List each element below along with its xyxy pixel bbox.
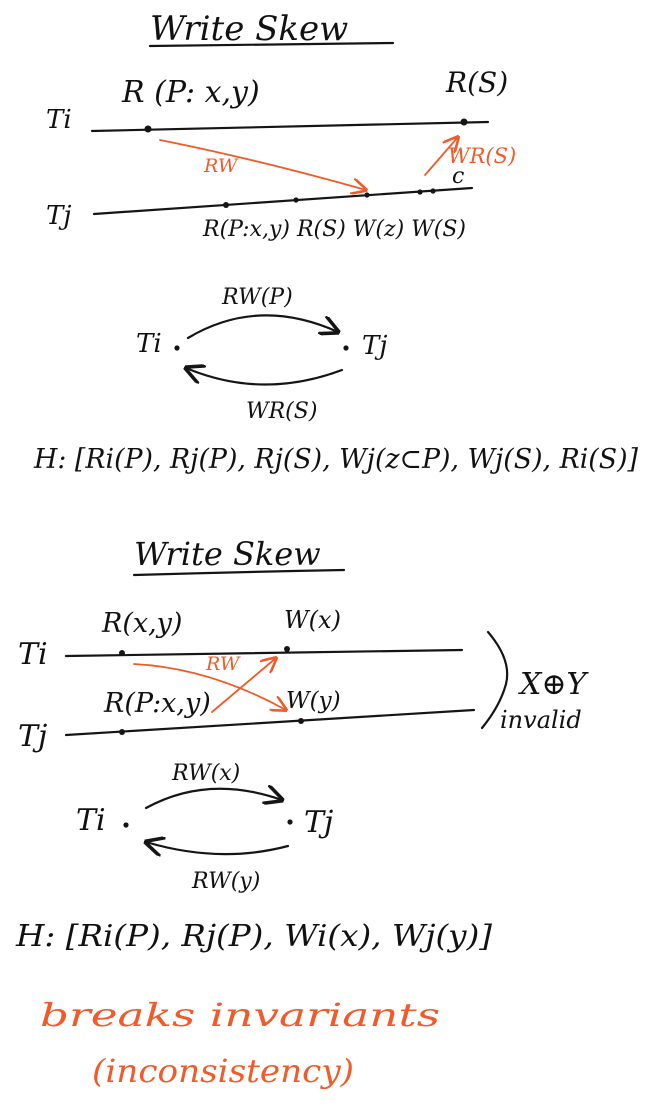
section-1: Write Skew Ti R (P: x,y) R(S) Tj R(P:x,y… bbox=[33, 9, 638, 475]
graph-1-node-ti: Ti bbox=[136, 329, 162, 359]
rw-arrow-1 bbox=[159, 139, 366, 190]
tj-event-write-z bbox=[364, 192, 370, 198]
tj-timeline-2 bbox=[64, 708, 476, 737]
graph-2-arrow-bottom bbox=[146, 842, 290, 854]
wr-arrow-1-label: WR(S) bbox=[448, 144, 516, 168]
ti-label-2: Ti bbox=[18, 637, 48, 672]
graph-1-node-tj-dot bbox=[343, 345, 349, 351]
ti-event-read bbox=[119, 650, 125, 656]
section-1-title: Write Skew bbox=[150, 9, 348, 49]
ti-event-write bbox=[284, 646, 290, 652]
note-line-2: (inconsistency) bbox=[92, 1052, 354, 1090]
graph-2-arrow-top bbox=[144, 789, 282, 810]
tj-event-read-p bbox=[223, 202, 229, 208]
graph-2-edge-bottom: RW(y) bbox=[191, 869, 260, 894]
rw-arrow-2-label: RW bbox=[205, 653, 241, 675]
ti-op-read-s: R(S) bbox=[445, 66, 508, 99]
tj-label-1: Tj bbox=[46, 201, 71, 231]
graph-1-edge-bottom: WR(S) bbox=[246, 399, 317, 424]
ti-timeline-1 bbox=[90, 120, 490, 133]
graph-1-edge-top: RW(P) bbox=[221, 285, 293, 310]
section-1-title-underline bbox=[148, 41, 395, 48]
ti-label-1: Ti bbox=[46, 105, 72, 135]
rw-arrow-2a bbox=[133, 663, 286, 710]
constraint-text: X⊕Y bbox=[518, 667, 589, 702]
tj-commit-label: c bbox=[452, 164, 464, 189]
history-1: H: [Ri(P), Rj(P), Rj(S), Wj(z⊂P), Wj(S),… bbox=[33, 444, 638, 475]
tj-op-read-2: R(P:x,y) bbox=[103, 688, 211, 719]
tj-event-write bbox=[298, 718, 304, 724]
tj-timeline-1 bbox=[92, 186, 474, 216]
ti-op-read-p: R (P: x,y) bbox=[121, 75, 260, 110]
wr-arrow-1 bbox=[424, 137, 458, 176]
section-2-title-underline bbox=[132, 568, 346, 577]
graph-2-node-tj-dot bbox=[287, 819, 293, 825]
ti-event-read-s bbox=[460, 118, 468, 126]
graph-2-node-ti-dot bbox=[123, 822, 129, 828]
note-line-1: breaks invariants bbox=[40, 996, 440, 1034]
graph-1-node-tj: Tj bbox=[362, 331, 387, 361]
rw-arrow-1-label: RW bbox=[203, 155, 239, 177]
tj-event-read-s bbox=[293, 197, 299, 203]
constraint-brace bbox=[480, 630, 509, 730]
tj-op-write-2: W(y) bbox=[286, 688, 341, 714]
graph-1-arrow-bottom bbox=[186, 368, 344, 386]
ti-op-read-2: R(x,y) bbox=[101, 608, 182, 639]
rw-arrow-2b bbox=[211, 658, 276, 713]
tj-event-write-s bbox=[417, 189, 423, 195]
tj-label-2: Tj bbox=[18, 719, 47, 754]
graph-2-edge-top: RW(x) bbox=[171, 761, 240, 786]
graph-2-node-tj: Tj bbox=[304, 805, 333, 840]
graph-2-node-ti: Ti bbox=[76, 803, 106, 838]
dependency-graph-2: RW(x) Ti Tj RW(y) bbox=[76, 761, 333, 894]
tj-event-read bbox=[119, 729, 125, 735]
constraint-note: invalid bbox=[500, 706, 582, 734]
graph-1-arrow-top bbox=[186, 314, 338, 340]
tj-ops-1: R(P:x,y) R(S) W(z) W(S) bbox=[202, 217, 466, 242]
graph-1-node-ti-dot bbox=[174, 345, 180, 351]
ti-timeline-2 bbox=[64, 648, 464, 658]
dependency-graph-1: RW(P) Ti Tj WR(S) bbox=[136, 285, 387, 424]
section-2-title: Write Skew bbox=[134, 535, 321, 573]
section-2: Write Skew Ti R(x,y) W(x) Tj R(P:x,y) W(… bbox=[15, 535, 590, 1090]
history-2: H: [Ri(P), Rj(P), Wi(x), Wj(y)] bbox=[15, 919, 492, 954]
ti-op-write-2: W(x) bbox=[284, 606, 341, 634]
ti-event-read-p bbox=[144, 125, 152, 133]
tj-event-commit bbox=[430, 188, 436, 194]
